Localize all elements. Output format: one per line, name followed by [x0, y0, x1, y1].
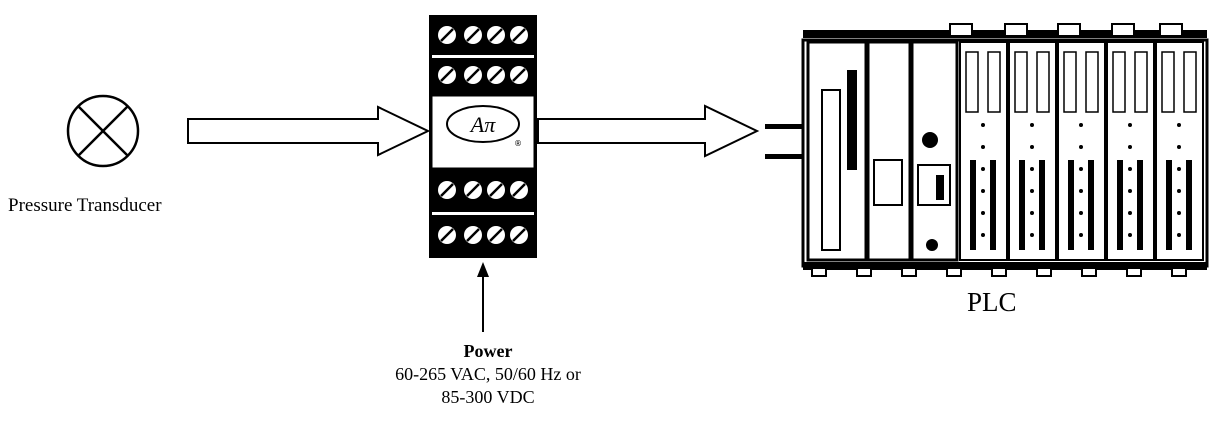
- power-arrow: [477, 262, 489, 332]
- terminal-screw-icon: [464, 181, 482, 199]
- output-signal-arrow: [537, 104, 760, 158]
- plc-io-module: [1106, 41, 1155, 261]
- input-signal-arrow: [187, 105, 431, 157]
- terminal-screw-icon: [464, 66, 482, 84]
- terminal-screw-icon: [510, 181, 528, 199]
- terminal-screw-icon: [487, 181, 505, 199]
- sensor-label: Pressure Transducer: [8, 195, 162, 216]
- module-logo-registered-mark: ®: [514, 139, 522, 148]
- power-title: Power: [463, 341, 513, 361]
- terminal-screw-icon: [464, 26, 482, 44]
- terminal-screw-icon: [510, 66, 528, 84]
- power-spec-line-1: 60-265 VAC, 50/60 Hz or: [395, 364, 581, 384]
- terminal-screw-icon: [464, 226, 482, 244]
- plc-io-module: [959, 41, 1008, 261]
- terminal-screws: [438, 26, 528, 244]
- plc-input-connector-top: [765, 124, 805, 129]
- pressure-transducer-icon: [66, 94, 140, 168]
- plc-label: PLC: [967, 287, 1017, 317]
- module-logo-text: Aπ: [469, 112, 496, 137]
- plc-rack-icon: [801, 23, 1209, 277]
- terminal-screw-icon: [487, 66, 505, 84]
- plc-input-connector-bottom: [765, 154, 805, 159]
- terminal-screw-icon: [487, 26, 505, 44]
- terminal-screw-icon: [438, 66, 456, 84]
- plc-io-module: [1057, 41, 1106, 261]
- module-logo-icon: Aπ ®: [446, 105, 522, 148]
- power-specification: Power 60-265 VAC, 50/60 Hz or 85-300 VDC: [338, 340, 638, 409]
- terminal-screw-icon: [510, 26, 528, 44]
- terminal-screw-icon: [487, 226, 505, 244]
- terminal-screw-icon: [510, 226, 528, 244]
- terminal-screw-icon: [438, 226, 456, 244]
- plc-io-module: [1155, 41, 1204, 261]
- terminal-screw-icon: [438, 181, 456, 199]
- plc-io-module: [1008, 41, 1057, 261]
- terminal-screw-icon: [438, 26, 456, 44]
- power-spec-line-2: 85-300 VDC: [441, 387, 535, 407]
